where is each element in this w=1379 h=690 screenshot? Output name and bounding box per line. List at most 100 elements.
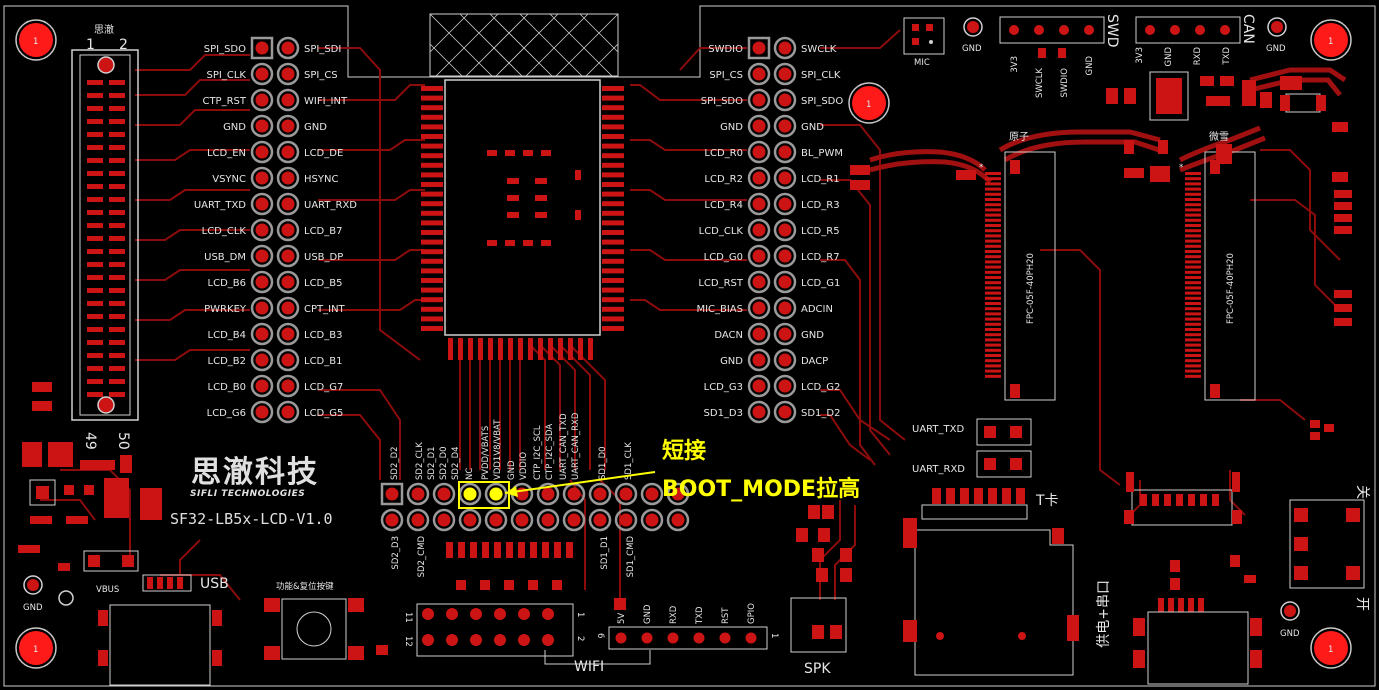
left-header-label: SPI_SDI <box>304 44 341 55</box>
mcu-pad <box>421 124 443 130</box>
uart-pads <box>984 426 1022 470</box>
lcd-fpc-pad <box>985 369 1001 373</box>
bottom-header-pad <box>536 482 560 506</box>
fpc-pad <box>87 314 103 319</box>
lcd-fpc-pad <box>1185 250 1201 253</box>
fpc-pad <box>87 184 103 189</box>
wifi-pin-label: GPIO <box>747 603 757 624</box>
mcu-pad <box>458 338 463 360</box>
bottom-header-pad <box>406 508 430 532</box>
highlighted-pad <box>489 487 503 501</box>
right-header-label: LCD_R3 <box>801 200 840 211</box>
left-header-pad <box>250 244 274 268</box>
bottom-top-label: SD2_D4 <box>451 446 461 480</box>
bottom-low-label: SD1_CMD <box>626 536 636 578</box>
annotation-short: 短接 <box>662 439 706 464</box>
fpc-pad <box>87 288 103 293</box>
swd-title: SWD <box>1104 14 1120 48</box>
fpc-pad <box>87 327 103 332</box>
lcd-fpc-pad <box>985 343 1001 347</box>
lcd-fpc-pad <box>1185 177 1201 181</box>
bottom-header-pad <box>536 508 560 532</box>
mcu-pad <box>421 249 443 255</box>
swd-pad <box>1009 25 1019 35</box>
can-pin-label: 3V3 <box>1135 47 1145 64</box>
aux-pad <box>446 608 458 620</box>
bottom-header-pad <box>666 482 690 506</box>
swd-pad <box>1084 25 1094 35</box>
mcu-pad <box>602 239 624 245</box>
can-pad <box>1170 25 1180 35</box>
power-uart-label: 供电+串口 <box>1096 580 1112 648</box>
left-header-pad <box>250 62 274 86</box>
left-header-pad <box>276 62 300 86</box>
gnd-label-top-1: GND <box>962 44 982 54</box>
can-pad <box>1195 25 1205 35</box>
mcu-pad <box>518 338 523 360</box>
vbus-label: VBUS <box>96 585 119 595</box>
lcd-fpc-pad <box>1185 291 1201 295</box>
right-header-label: SPI_SDO <box>701 96 743 107</box>
fpc-pad <box>109 119 125 124</box>
swd-pad <box>1059 25 1069 35</box>
bottom-header-pad <box>562 508 586 532</box>
left-header-pad <box>250 270 274 294</box>
mcu-pad <box>421 268 443 274</box>
mcu-pad <box>602 210 624 216</box>
lcd-fpc-pad <box>1185 348 1201 352</box>
logo-chinese: 思澈科技 <box>191 455 319 490</box>
right-header-pad <box>747 322 771 346</box>
left-header-pad <box>276 296 300 320</box>
bottom-top-label: SD2_D2 <box>390 446 400 480</box>
swd-pin-label: SWCLK <box>1035 68 1045 98</box>
left-header-label: LCD_G5 <box>304 408 343 419</box>
right-header-pad <box>747 192 771 216</box>
lcd-fpc-pad <box>985 338 1001 342</box>
lcd-fpc-pad <box>1185 208 1201 212</box>
bottom-small-resistors <box>446 542 573 590</box>
left-header-label: LCD_EN <box>207 148 246 159</box>
board-outline <box>3 5 1376 687</box>
mcu-pad <box>421 316 443 322</box>
right-header-label: LCD_R4 <box>704 200 743 211</box>
mount-hole: 1 <box>15 19 57 61</box>
right-header-label: LCD_G2 <box>801 382 840 393</box>
lcd-fpc-pad <box>1185 354 1201 357</box>
right-header-pad <box>747 114 771 138</box>
tf-label: T卡 <box>1035 493 1059 509</box>
mcu-pad <box>421 306 443 312</box>
lcd-fpc-pad <box>1185 229 1201 233</box>
lcd-fpc-pad <box>985 213 1001 217</box>
left-header-label: LCD_B6 <box>208 278 246 289</box>
right-header-pad <box>747 400 771 424</box>
aux-pad <box>542 608 554 620</box>
right-header-label: SPI_CLK <box>801 70 841 81</box>
left-header-label: LCD_B5 <box>304 278 342 289</box>
mic-label: MIC <box>914 58 930 68</box>
wifi-pin6-label: 6 <box>595 633 605 638</box>
mcu-pad <box>602 95 624 101</box>
speaker-connector: SPK <box>790 505 852 677</box>
mcu-pad <box>558 338 563 360</box>
mcu-pad <box>421 153 443 159</box>
aux-pad <box>494 634 506 646</box>
mcu-pad <box>602 297 624 303</box>
lcd-fpc-pad <box>1185 172 1201 175</box>
switch-on-label: 开 <box>1354 597 1370 611</box>
mcu-pad <box>602 306 624 312</box>
aux-pad <box>470 634 482 646</box>
fpc-label: 思澈 <box>94 23 114 36</box>
mount-hole-label: 1 <box>866 100 871 110</box>
lcd-fpc-pad <box>985 208 1001 212</box>
annotation-boot-mode: BOOT_MODE拉高 <box>662 476 860 502</box>
lcd-fpc-pad <box>985 307 1001 311</box>
lcd-fpc-pad <box>985 265 1001 269</box>
mcu-pad <box>602 201 624 207</box>
lcd-fpc-pad <box>1185 322 1201 326</box>
lcd-fpc-pad <box>1185 343 1201 347</box>
left-header-pad <box>276 400 300 424</box>
lcd-fpc-pad <box>985 333 1001 337</box>
